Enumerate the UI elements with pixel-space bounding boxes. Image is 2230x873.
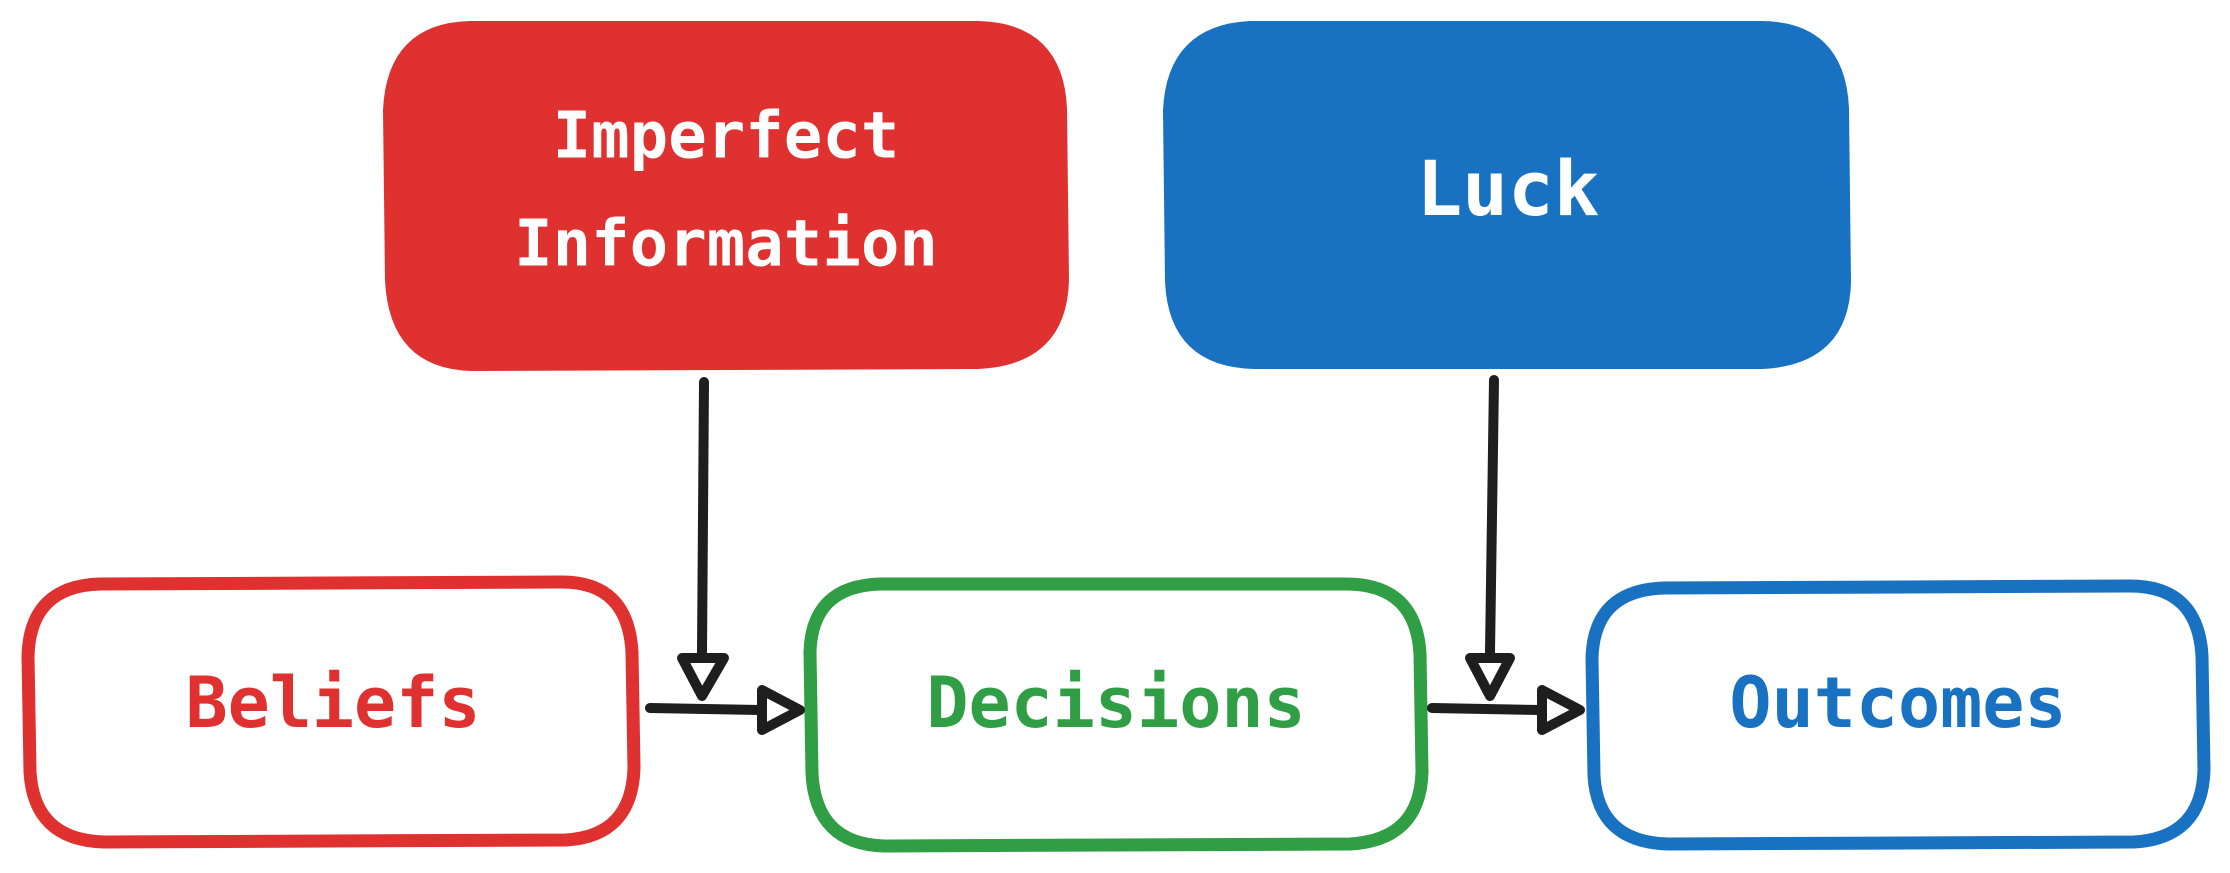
arrow-decisions-to-outcomes	[1427, 685, 1585, 735]
arrowhead-right-icon	[757, 685, 805, 735]
outcomes-node[interactable]: Outcomes	[1585, 579, 2211, 851]
imperfect-information-label-line1: Imperfect	[553, 100, 900, 174]
imperfect-information-node[interactable]: Imperfect Information	[383, 21, 1069, 371]
arrowhead-right-icon	[1537, 685, 1585, 735]
arrow-imperfect-information-down	[677, 377, 729, 701]
outcomes-label: Outcomes	[1729, 662, 2066, 744]
imperfect-information-box	[383, 21, 1069, 371]
luck-node[interactable]: Luck	[1163, 21, 1851, 369]
outcomes-box	[1585, 579, 2211, 851]
arrow-luck-down	[1465, 375, 1515, 701]
beliefs-box	[21, 575, 641, 849]
decisions-label: Decisions	[926, 662, 1305, 744]
beliefs-node[interactable]: Beliefs	[21, 575, 641, 849]
luck-box	[1163, 21, 1851, 369]
arrowhead-down-icon	[677, 653, 729, 701]
luck-label: Luck	[1416, 144, 1599, 233]
arrowhead-down-icon	[1465, 653, 1515, 701]
decisions-box	[803, 577, 1429, 853]
imperfect-information-label-line2: Information	[514, 208, 938, 282]
arrow-shaft	[1427, 703, 1545, 715]
arrow-shaft	[1485, 375, 1499, 657]
decisions-node[interactable]: Decisions	[803, 577, 1429, 853]
arrow-beliefs-to-decisions	[645, 685, 805, 735]
arrow-shaft	[645, 703, 765, 715]
beliefs-label: Beliefs	[185, 662, 480, 744]
arrow-shaft	[697, 377, 709, 657]
